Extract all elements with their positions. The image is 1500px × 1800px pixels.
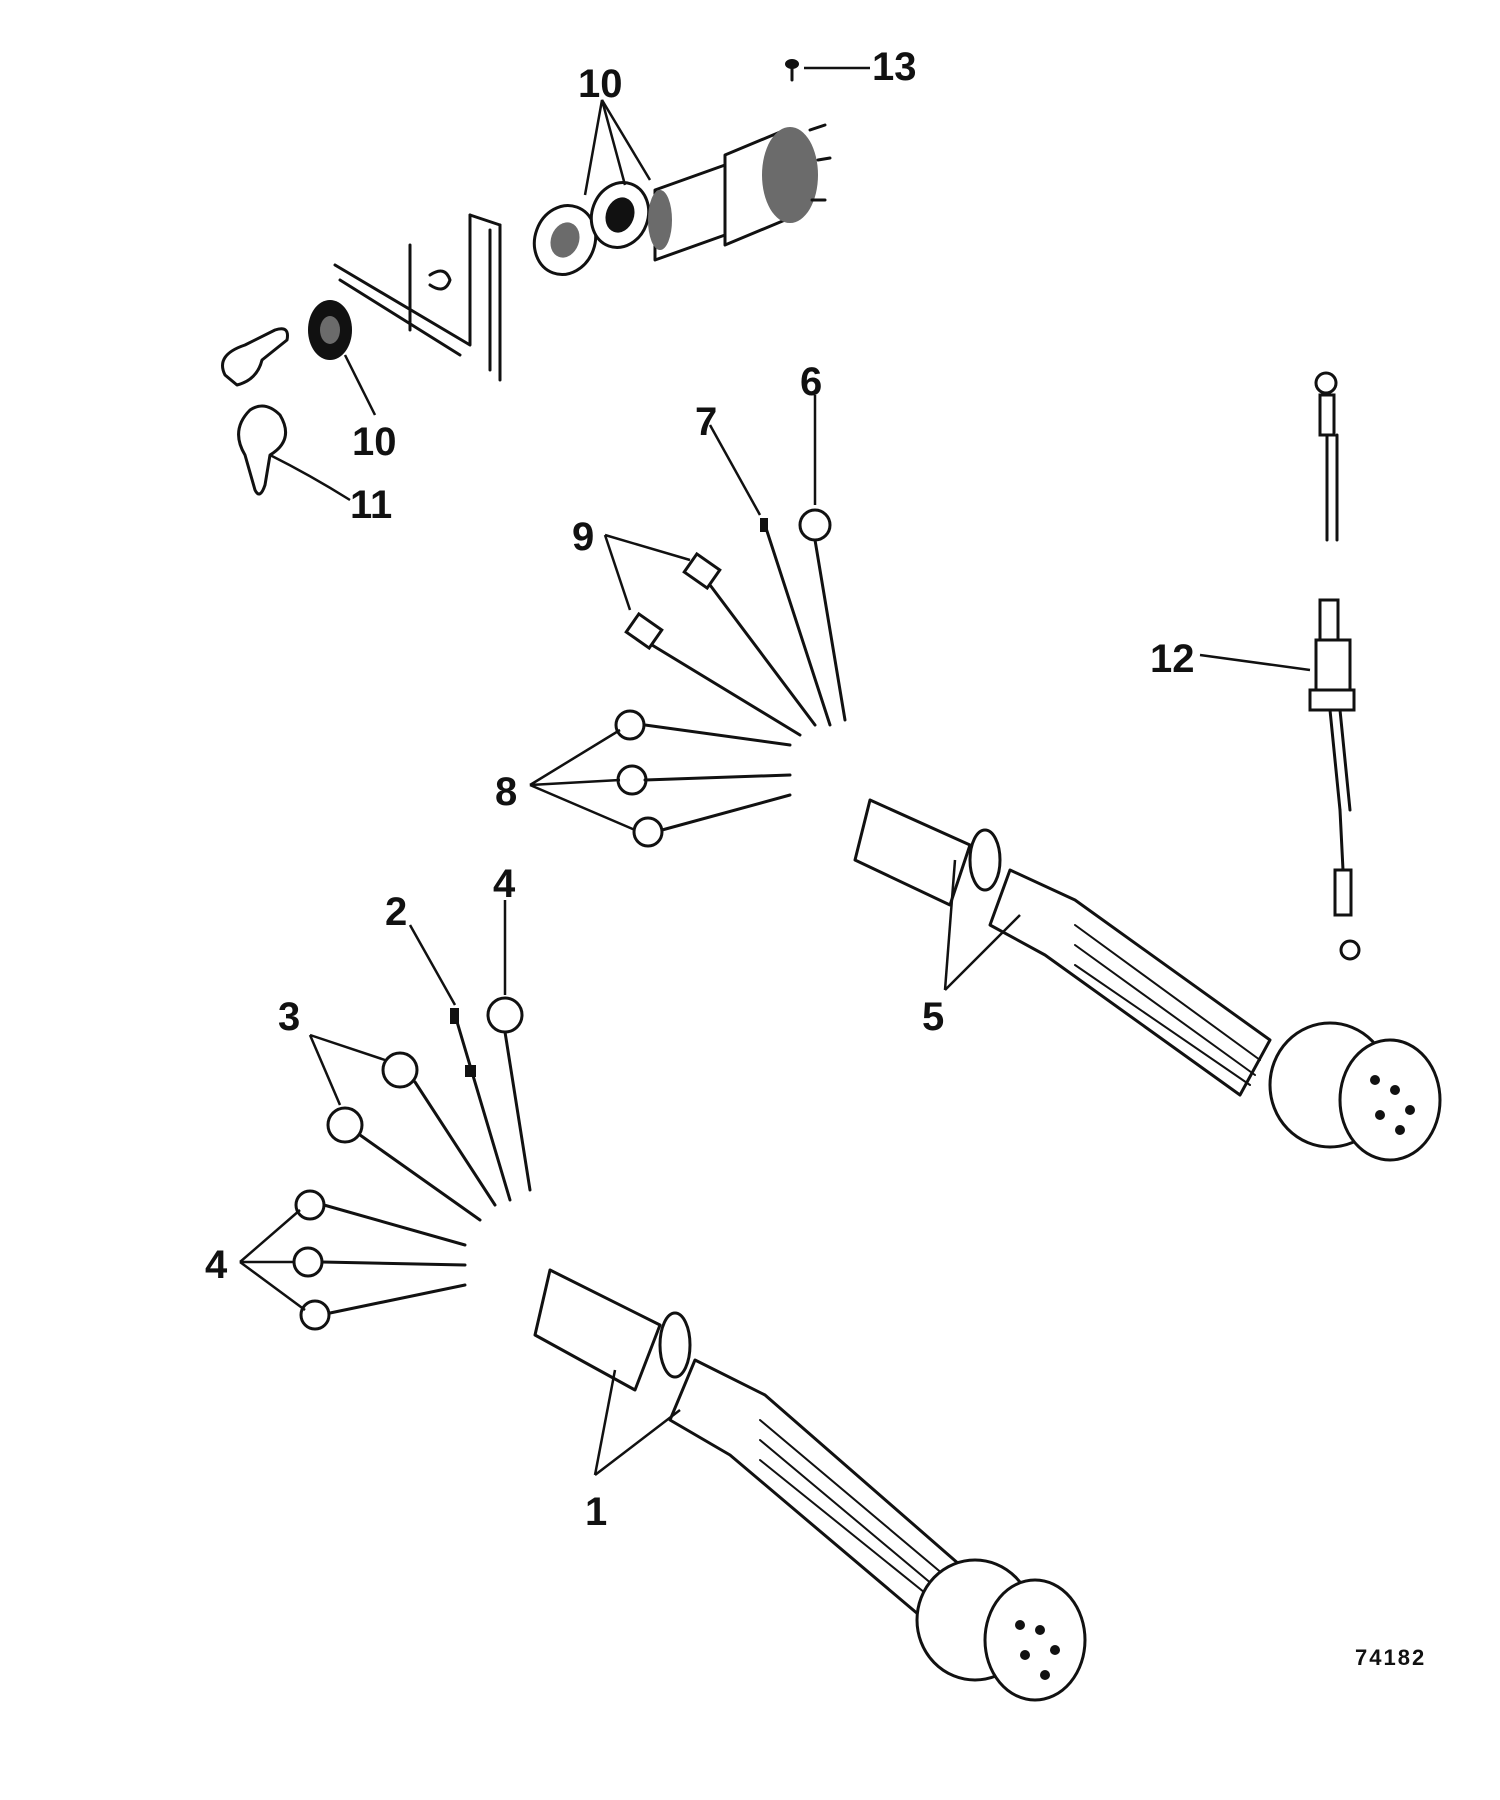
callout-10-lower: 10 <box>352 420 397 464</box>
upper-wiring-harness <box>529 395 1442 1162</box>
terminal-screw <box>785 59 799 82</box>
callout-13: 13 <box>872 45 917 89</box>
callout-10-upper: 10 <box>578 62 623 106</box>
ignition-switch-assembly <box>221 59 870 502</box>
ring-terminals-4 <box>292 1189 467 1331</box>
fuse-holder-lead <box>1199 371 1361 961</box>
ring-terminal-4-upper <box>486 996 532 1192</box>
ignition-keys <box>221 327 289 496</box>
harness-plug-upper <box>1268 1021 1442 1162</box>
harness-plug-lower <box>915 1558 1087 1702</box>
callout-4-lower-left: 4 <box>205 1243 228 1287</box>
bullet-connectors-9 <box>624 551 817 737</box>
harness-sheath-upper <box>853 798 1272 1097</box>
callout-12: 12 <box>1150 637 1195 681</box>
callout-2: 2 <box>385 890 407 934</box>
callout-3: 3 <box>278 995 300 1039</box>
harness-sheath-lower <box>533 1268 962 1622</box>
ring-terminal-6 <box>798 508 847 722</box>
callout-5: 5 <box>922 995 944 1039</box>
switch-nut <box>308 300 352 360</box>
callout-6: 6 <box>800 360 822 404</box>
callout-9: 9 <box>572 515 594 559</box>
dash-panel <box>333 213 502 382</box>
ring-terminals-8 <box>614 709 792 848</box>
ignition-switch-body <box>648 123 832 262</box>
callout-4-upper: 4 <box>493 862 516 906</box>
figure-number: 74182 <box>1355 1645 1426 1670</box>
switch-washers <box>532 181 651 276</box>
callout-11: 11 <box>350 483 392 527</box>
callout-7: 7 <box>695 400 717 444</box>
lower-wiring-harness <box>239 900 1087 1702</box>
ring-terminals-3 <box>326 1051 497 1222</box>
callout-1: 1 <box>585 1490 607 1534</box>
callout-8: 8 <box>495 770 517 814</box>
wire-2 <box>450 1008 512 1202</box>
wire-7 <box>760 518 832 727</box>
